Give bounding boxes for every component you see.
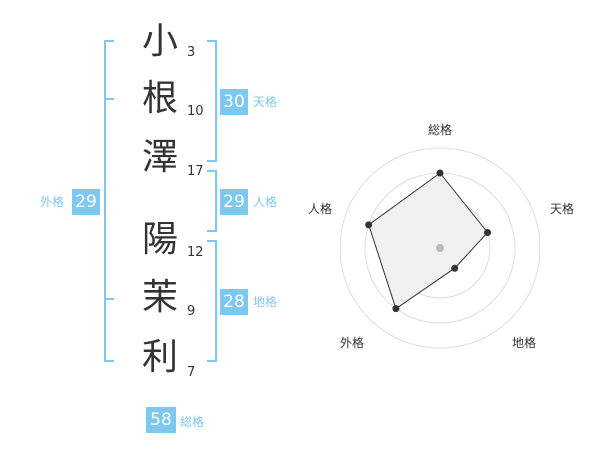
gaikaku-bracket-tick — [104, 98, 114, 100]
radar-polygon — [368, 172, 489, 310]
gaikaku-bracket-tick — [104, 298, 114, 300]
radar-points — [365, 169, 492, 313]
radar-point — [436, 169, 444, 177]
radar-axis-label-soukaku: 総格 — [428, 122, 452, 137]
stroke-count-1: 3 — [187, 45, 196, 60]
radar-axis-label-gaikaku: 外格 — [340, 335, 364, 350]
name-char-4: 陽 — [141, 219, 178, 260]
gaikaku-bracket — [104, 40, 114, 362]
radar-point — [451, 264, 459, 272]
name-char-2: 根 — [141, 78, 178, 119]
jinkaku-value-badge: 29 — [220, 189, 248, 215]
tenkaku-label: 天格 — [253, 95, 278, 109]
fortune-radar-chart: 総格 天格 地格 外格 人格 — [308, 122, 574, 350]
name-char-6: 利 — [141, 337, 178, 378]
tenkaku-bracket — [207, 40, 217, 162]
radar-axis-label-jinkaku: 人格 — [308, 201, 332, 216]
radar-center-dot — [436, 244, 444, 252]
radar-axis-label-tenkaku: 天格 — [550, 201, 574, 216]
radar-point — [484, 229, 492, 237]
tenkaku-value-badge: 30 — [220, 89, 248, 115]
soukaku-value-badge: 58 — [146, 407, 176, 433]
stroke-count-5: 9 — [187, 304, 196, 319]
stroke-count-2: 10 — [187, 104, 204, 119]
chikaku-label: 地格 — [253, 295, 278, 309]
stroke-count-4: 12 — [187, 245, 204, 260]
chikaku-bracket — [207, 240, 217, 362]
stroke-count-6: 7 — [187, 365, 196, 380]
stroke-count-3: 17 — [187, 164, 204, 179]
jinkaku-bracket — [207, 170, 217, 232]
name-char-1: 小 — [141, 21, 178, 62]
name-char-3: 澤 — [141, 137, 178, 178]
radar-point — [392, 305, 400, 313]
jinkaku-label: 人格 — [253, 195, 278, 209]
gaikaku-value-badge: 29 — [72, 189, 100, 215]
radar-point — [365, 221, 373, 229]
soukaku-label: 総格 — [180, 415, 205, 429]
radar-axis-label-chikaku: 地格 — [512, 335, 536, 350]
gaikaku-label: 外格 — [40, 195, 65, 209]
name-char-5: 茉 — [141, 277, 178, 318]
chikaku-value-badge: 28 — [220, 289, 248, 315]
